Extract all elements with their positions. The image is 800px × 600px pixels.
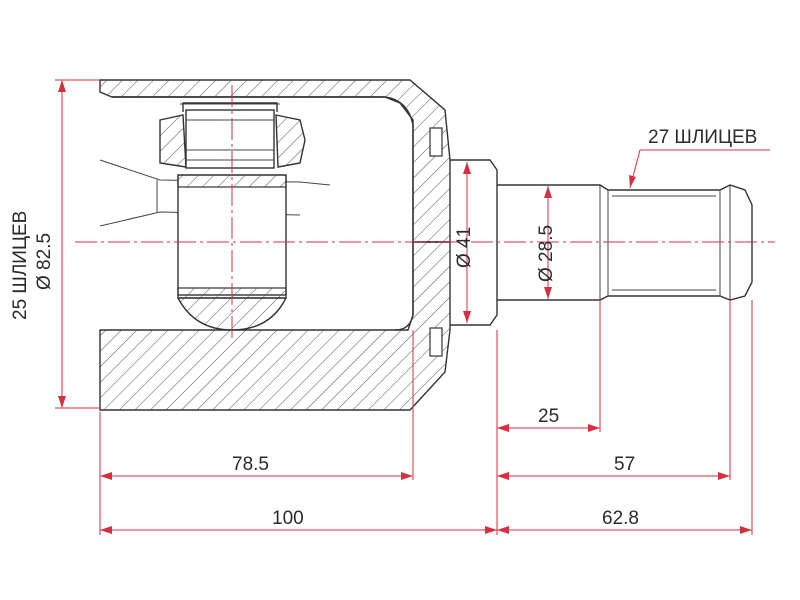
leader-splines-right <box>629 149 770 189</box>
output-shaft <box>497 184 753 301</box>
label-shaft-total: 62.8 <box>602 508 639 529</box>
housing-notch-upper <box>429 127 443 157</box>
dim-cup-inner <box>100 472 413 480</box>
dim-shaft-mid <box>497 472 730 480</box>
label-shaft-short: 25 <box>538 406 559 427</box>
dim-shaft-diameter <box>544 186 552 299</box>
label-shaft-mid: 57 <box>614 454 635 475</box>
label-splines-left: 25 ШЛИЦЕВ <box>10 211 31 320</box>
roller-cap <box>182 102 278 112</box>
label-cup-inner: 78.5 <box>232 454 269 475</box>
label-splines-right: 27 ШЛИЦЕВ <box>648 127 757 148</box>
housing-notch-lower <box>429 327 443 357</box>
dim-housing-diameter <box>55 79 100 409</box>
dim-neck-diameter <box>463 162 471 323</box>
housing-cavity-outline <box>112 96 414 331</box>
roller-needle-lines <box>180 103 280 161</box>
roller-needle-block <box>185 109 275 169</box>
dim-shaft-short <box>497 424 600 432</box>
dim-shaft-total <box>497 526 752 534</box>
label-shaft-diameter: Ø 28.5 <box>536 225 557 282</box>
extension-lines <box>99 300 753 535</box>
dim-cup-total <box>100 526 497 534</box>
label-housing-diameter: Ø 82.5 <box>34 233 55 290</box>
label-neck-diameter: Ø 41 <box>454 227 475 268</box>
label-cup-total: 100 <box>272 508 304 529</box>
roller-upper-right <box>275 114 306 168</box>
roller-upper <box>159 114 187 168</box>
